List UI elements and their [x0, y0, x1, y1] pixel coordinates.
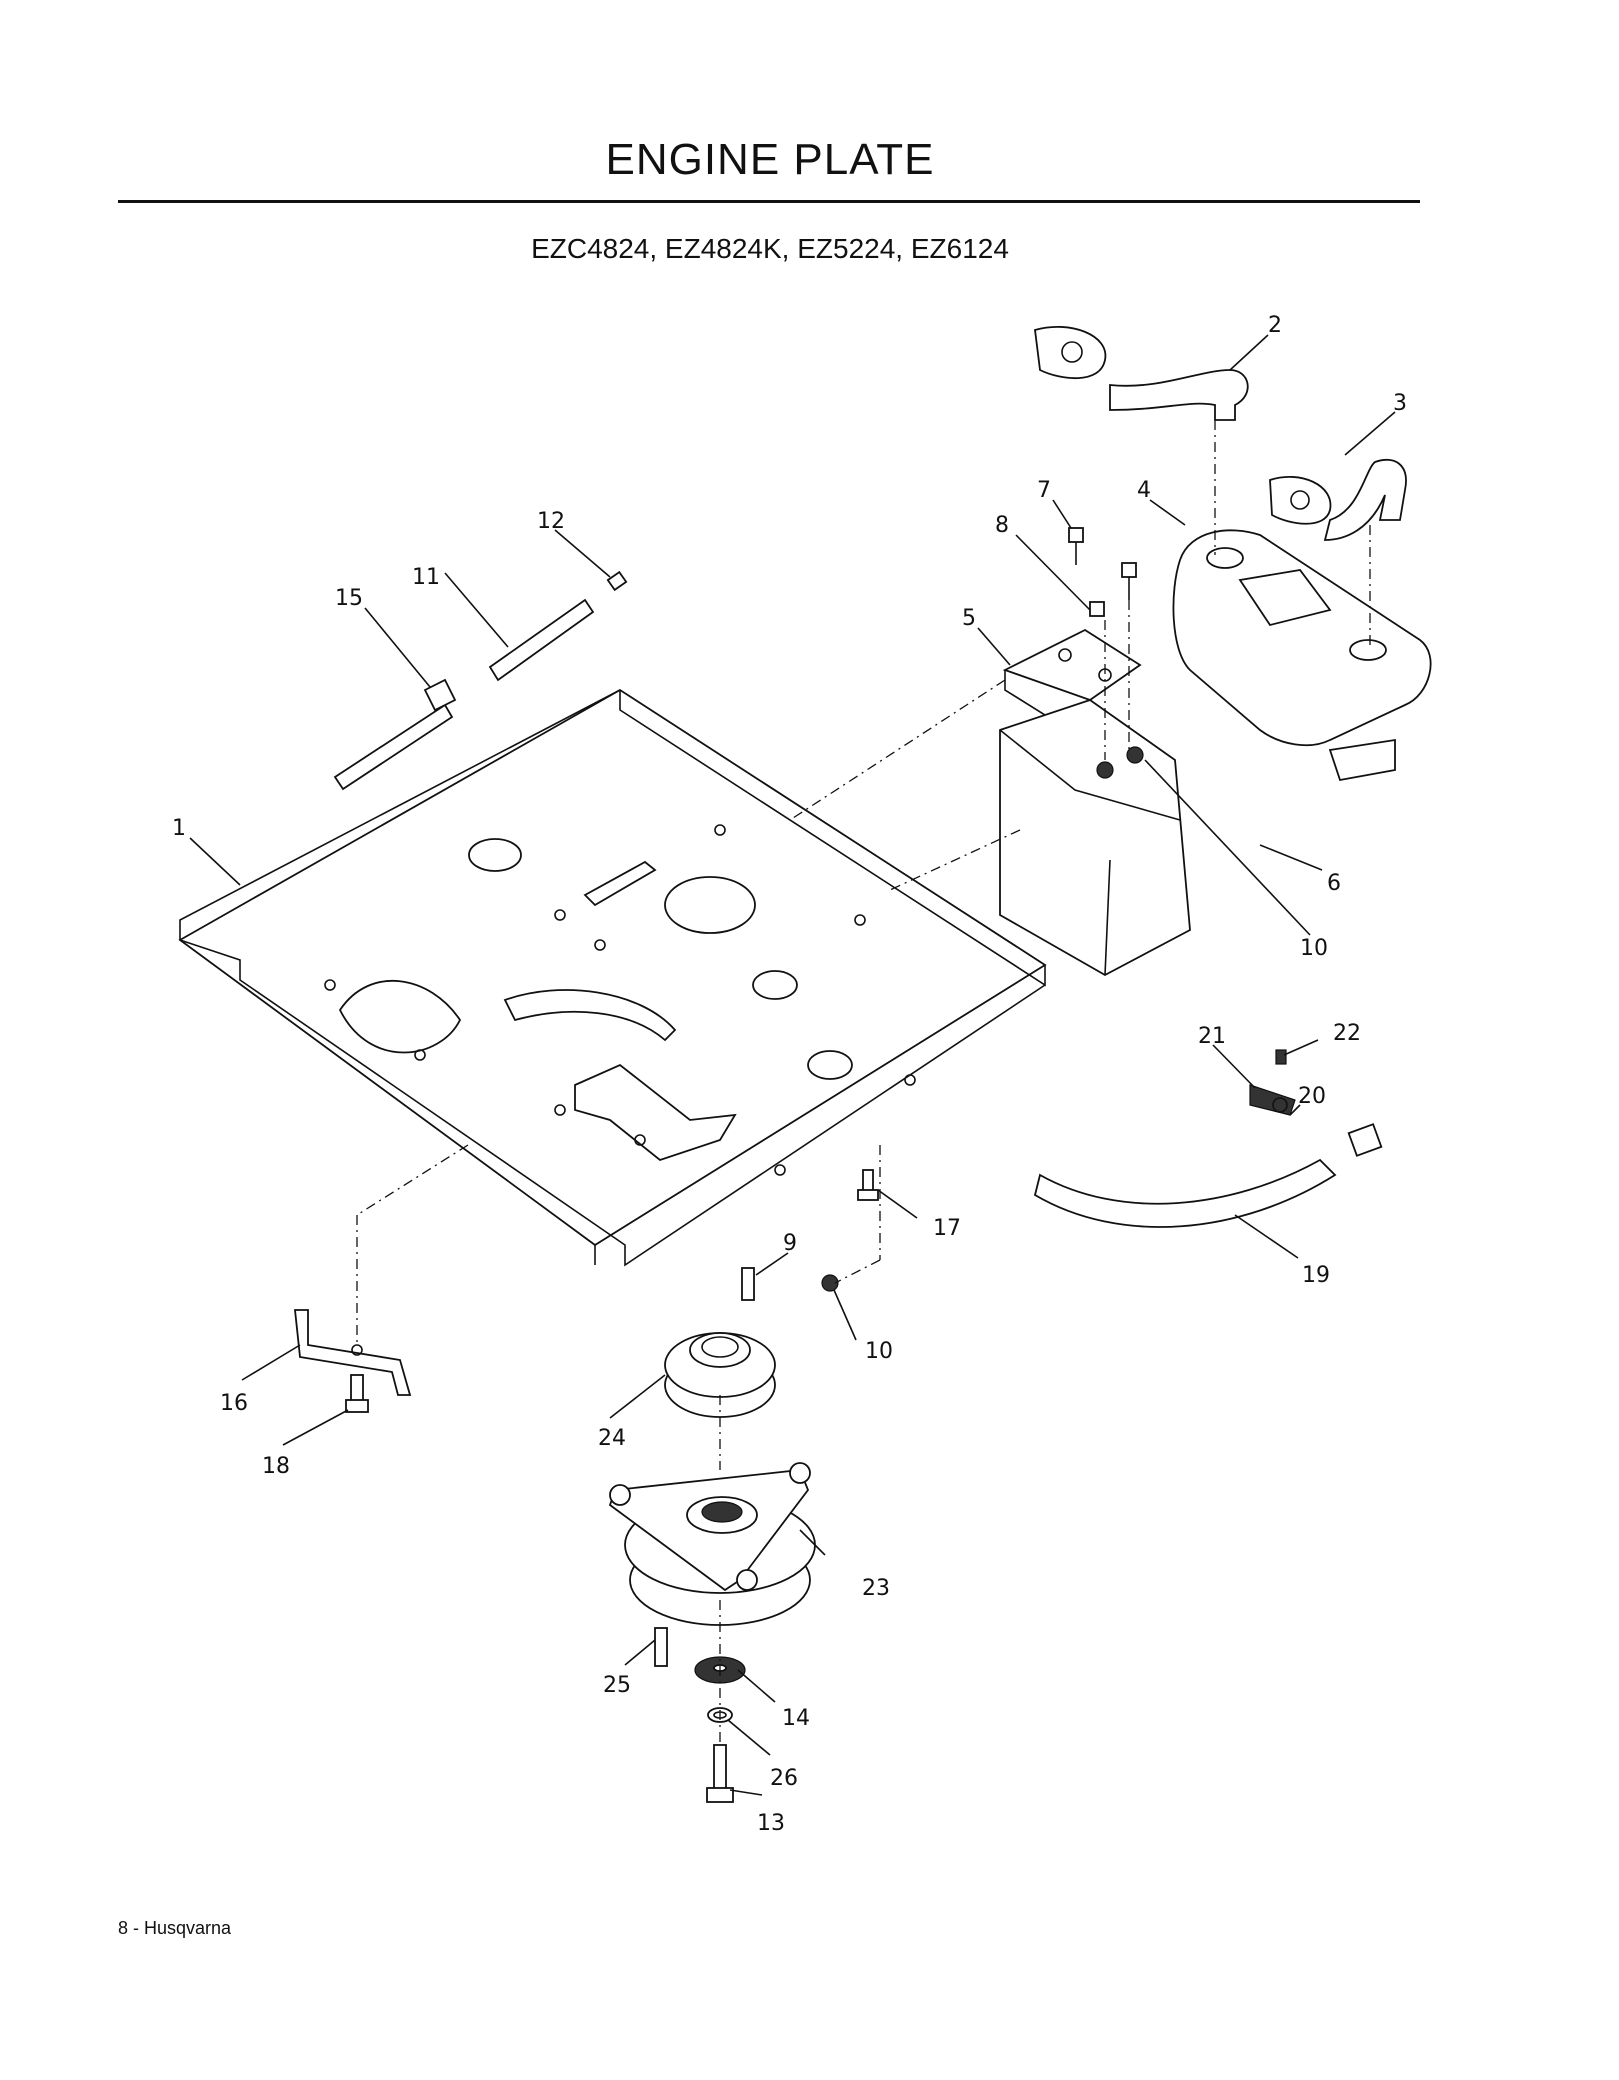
callout-14: 14: [782, 1706, 810, 1731]
leader-lines: [189, 334, 1396, 1796]
callout-20: 20: [1298, 1084, 1326, 1109]
center-bolt-part: [706, 1744, 734, 1803]
callout-2: 2: [1268, 313, 1282, 338]
muffler-part: [1172, 529, 1432, 782]
key-part: [654, 1267, 755, 1667]
model-list: EZC4824, EZ4824K, EZ5224, EZ6124: [531, 233, 1009, 264]
callout-8: 8: [995, 513, 1009, 538]
callout-21: 21: [1198, 1024, 1226, 1049]
callout-11: 11: [412, 565, 440, 590]
callout-10-lower: 10: [865, 1339, 893, 1364]
page-footer: 8 - Husqvarna: [118, 1918, 232, 1938]
callout-15: 15: [335, 586, 363, 611]
callout-19: 19: [1302, 1263, 1330, 1288]
callout-26: 26: [770, 1766, 798, 1791]
callout-16: 16: [220, 1391, 248, 1416]
callout-9: 9: [783, 1231, 797, 1256]
hose-part: [1033, 1123, 1383, 1228]
bolt-part: [1068, 527, 1137, 617]
callout-1: 1: [172, 816, 186, 841]
page-title: ENGINE PLATE: [605, 135, 935, 184]
stud-bracket-part: [293, 1309, 412, 1413]
callout-10-upper: 10: [1300, 936, 1328, 961]
callout-18: 18: [262, 1454, 290, 1479]
callout-7: 7: [1037, 478, 1051, 503]
exhaust-pipe-2-part: [1269, 458, 1407, 541]
callout-17: 17: [933, 1216, 961, 1241]
heat-shield-part: [999, 699, 1191, 977]
fuel-line-part: [333, 570, 628, 791]
callout-25: 25: [603, 1673, 631, 1698]
callout-4: 4: [1137, 478, 1151, 503]
callout-23: 23: [862, 1576, 890, 1601]
callout-13: 13: [757, 1811, 785, 1836]
callout-3: 3: [1393, 391, 1407, 416]
callout-labels: 1 2 3 4 5 6 7 8 9 10 10 11 12 13 14 15 1…: [172, 313, 1407, 1836]
title-divider: [118, 200, 1420, 203]
pulley-part: [664, 1332, 776, 1418]
exhaust-pipe-part: [1034, 326, 1249, 421]
callout-22: 22: [1333, 1021, 1361, 1046]
stud-part: [857, 1169, 879, 1201]
pto-clutch-part: [608, 1462, 816, 1626]
callout-6: 6: [1327, 871, 1341, 896]
assembly-lines: [356, 420, 1371, 1745]
callout-5: 5: [962, 606, 976, 631]
callout-12: 12: [537, 509, 565, 534]
nut-part: [821, 746, 1144, 1292]
callout-24: 24: [598, 1426, 626, 1451]
clamp-part: [1249, 1049, 1296, 1116]
engine-plate-part: [178, 688, 1047, 1267]
